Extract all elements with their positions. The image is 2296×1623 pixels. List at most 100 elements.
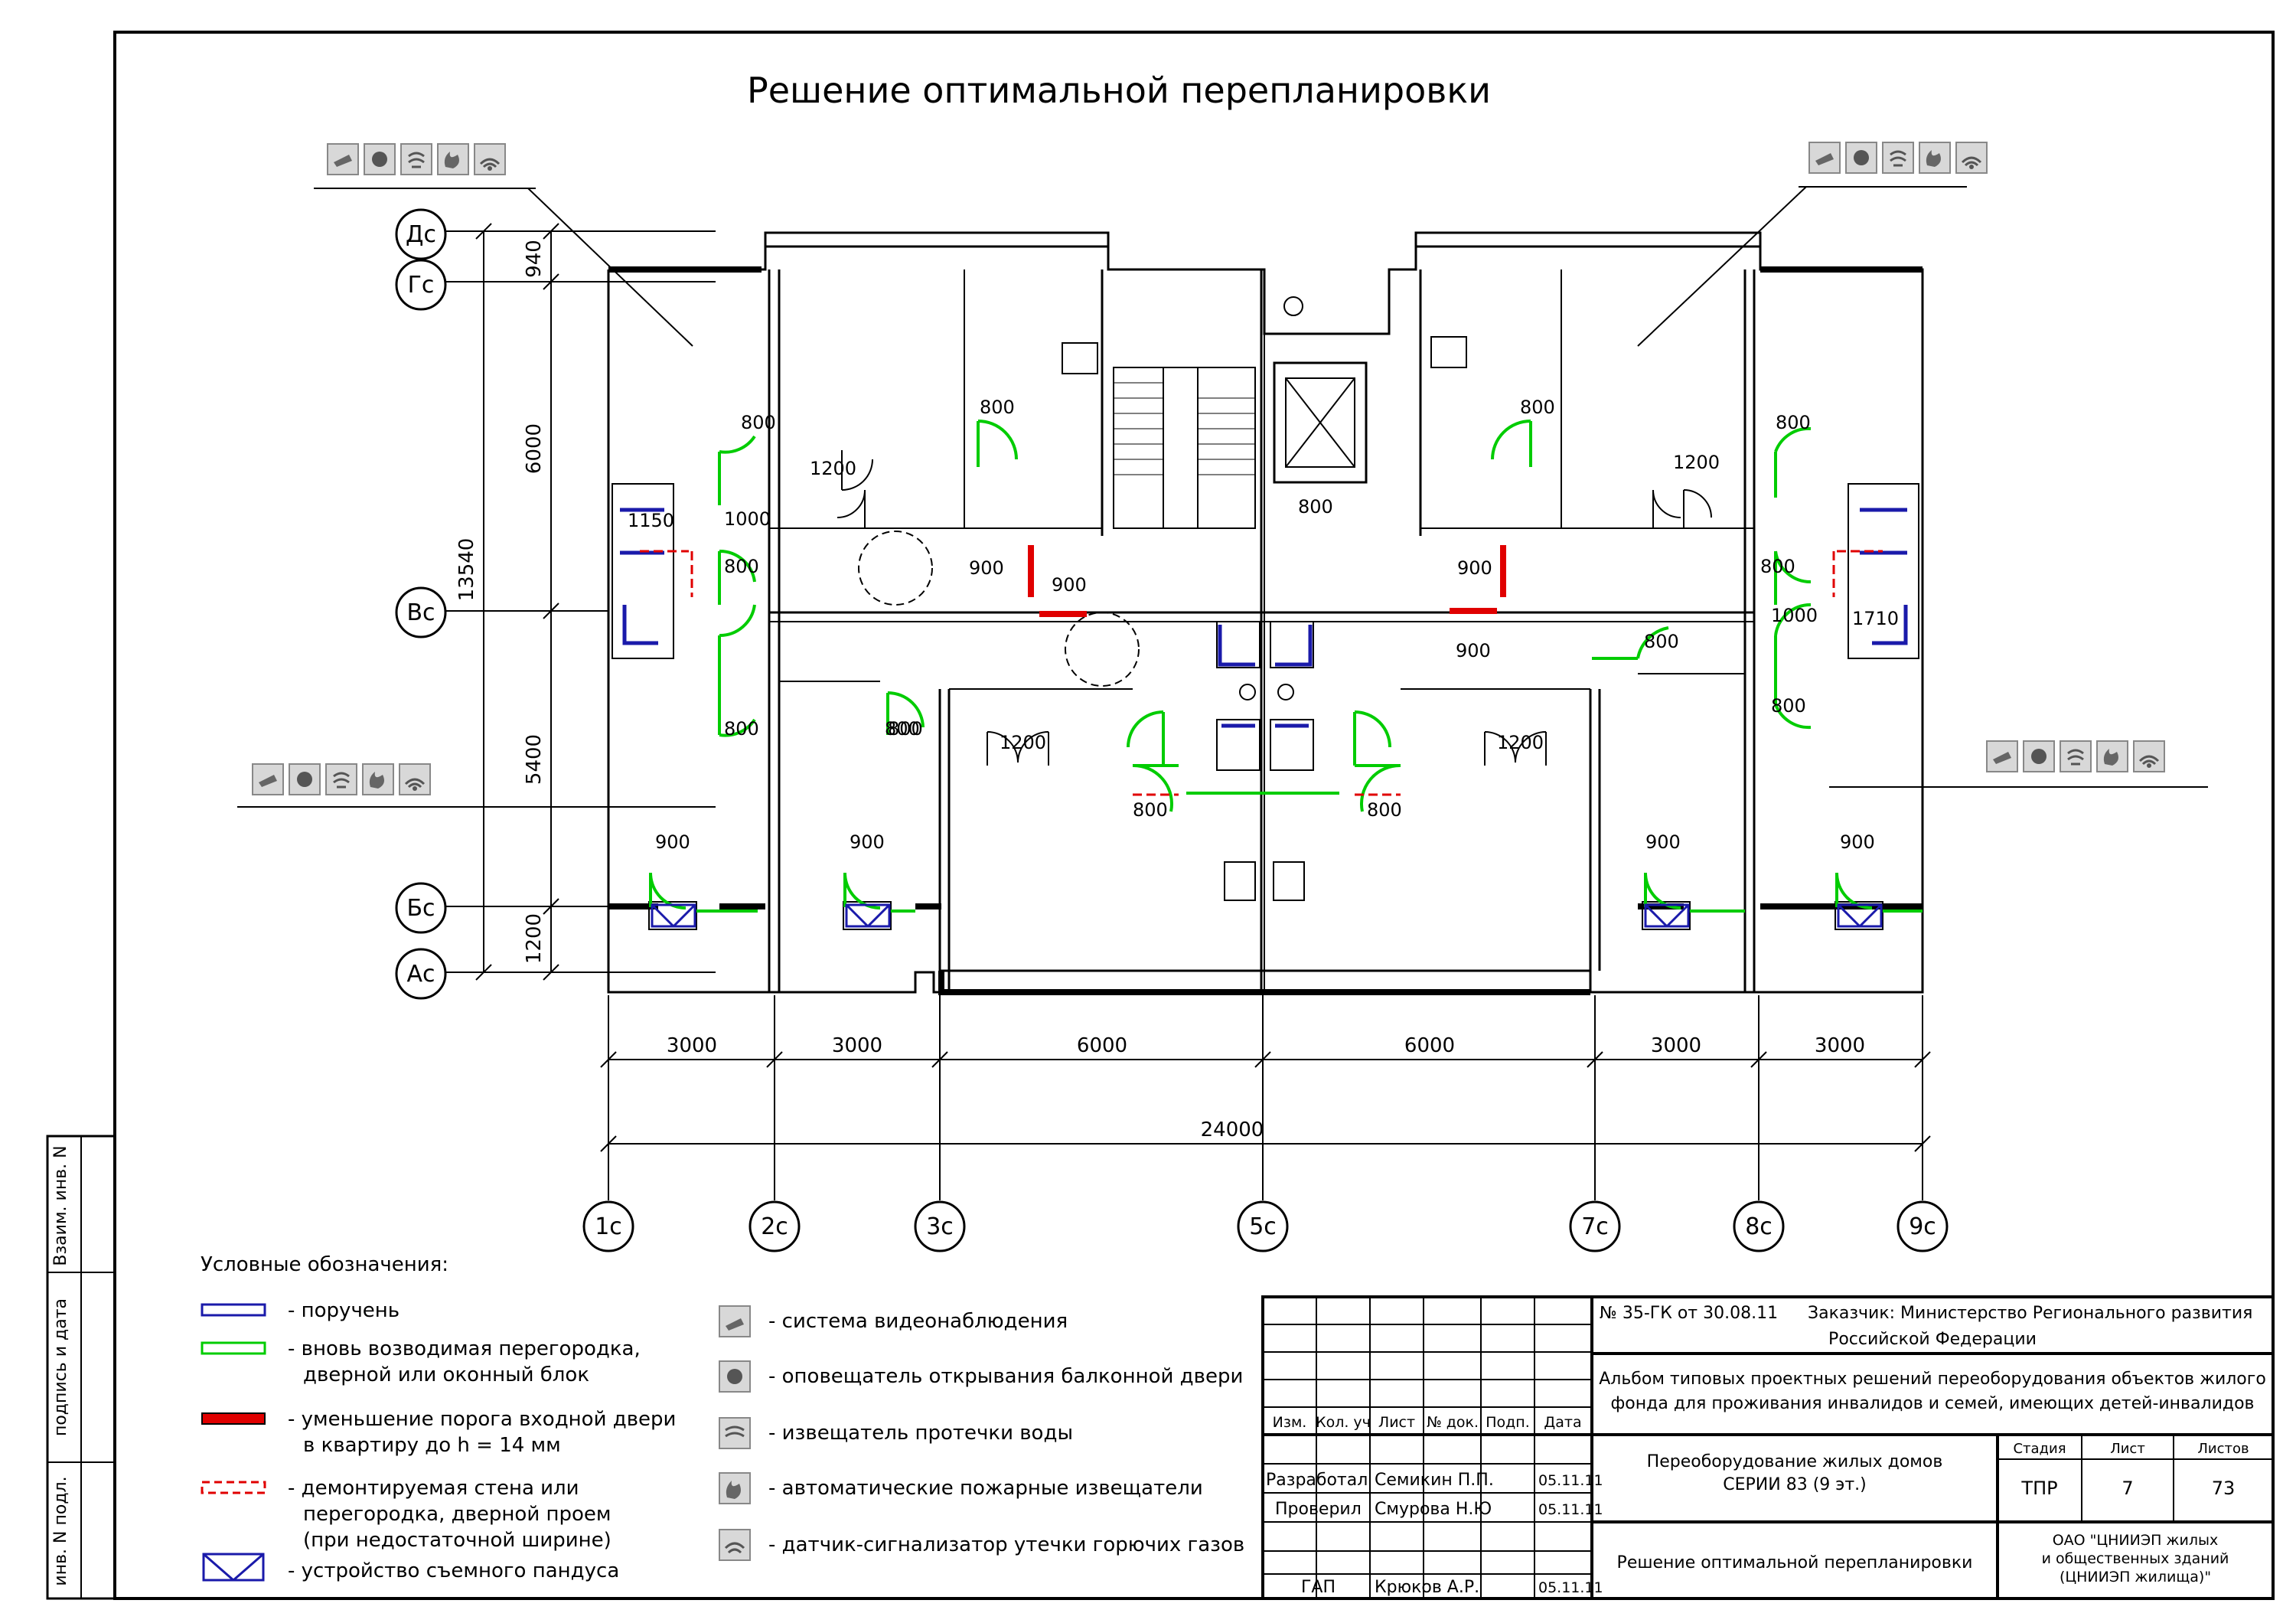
sensor-item-4: - автоматические пожарные извещатели — [768, 1477, 1203, 1500]
dim-940: 940 — [523, 240, 546, 278]
dim-label: 1200 — [1000, 732, 1046, 753]
sensor-item-5: - датчик-сигнализатор утечки горючих газ… — [768, 1533, 1244, 1556]
axis-label: Вс — [406, 599, 435, 626]
svg-text:24000: 24000 — [1201, 1118, 1264, 1141]
sheet-frame — [113, 31, 2275, 1600]
gas-sensor-icon — [719, 1529, 751, 1561]
tb-org-1: ОАО "ЦНИИЭП жилых — [2053, 1532, 2219, 1549]
legend: Условные обозначения: - поручень - вновь… — [201, 1253, 1244, 1582]
dim-label: 800 — [724, 718, 759, 740]
svg-text:9с: 9с — [1909, 1213, 1936, 1240]
dim-label: 800 — [980, 397, 1015, 418]
new-partitions — [649, 420, 1923, 913]
dim-label: 900 — [1052, 574, 1087, 596]
svg-text:2с: 2с — [761, 1213, 788, 1240]
tb-sheets: 73 — [2212, 1478, 2236, 1499]
sensor-icons-mid-left — [251, 763, 432, 796]
dim-label: 900 — [1840, 831, 1875, 853]
handrails — [620, 508, 1908, 728]
legend-swatch-handrail — [201, 1303, 266, 1317]
dim-label: 800 — [1771, 695, 1806, 717]
dim-label: 800 — [724, 556, 759, 577]
axis-label: Бс — [406, 895, 435, 922]
tb-header: Кол. уч — [1316, 1414, 1371, 1431]
legend-item-2b: дверной или оконный блок — [303, 1363, 589, 1386]
svg-text:3000: 3000 — [1651, 1034, 1701, 1057]
tb-header: Лист — [1378, 1414, 1415, 1431]
tb-name-2: Смурова Н.Ю — [1375, 1500, 1492, 1519]
dim-label: 800 — [1133, 799, 1168, 821]
dim-5400: 5400 — [523, 734, 546, 785]
dim-label: 800 — [1367, 799, 1402, 821]
tb-role-3: ГАП — [1301, 1578, 1336, 1597]
tb-order: № 35-ГК от 30.08.11 — [1600, 1304, 1778, 1323]
dim-label: 1710 — [1852, 608, 1899, 629]
tb-project-1: Переоборудование жилых домов — [1647, 1452, 1943, 1471]
dim-label: 800 — [1760, 556, 1795, 577]
column-axes: 1с 2с 3с 5с 7с 8с 9с — [582, 1200, 1949, 1252]
legend-item-4b: перегородка, дверной проем — [303, 1503, 612, 1526]
svg-text:3с: 3с — [926, 1213, 954, 1240]
plan-dimension-labels: 800 800 1200 1000 1150 800 800 800 1200 … — [628, 397, 1899, 853]
tb-header: Дата — [1544, 1414, 1581, 1431]
dim-label: 900 — [1457, 557, 1492, 579]
tb-album-2: фонда для проживания инвалидов и семей, … — [1610, 1394, 2254, 1413]
tb-date-3: 05.11.11 — [1538, 1579, 1603, 1596]
vertical-dimensions — [444, 223, 716, 981]
legend-item-3b: в квартиру до h = 14 мм — [303, 1434, 561, 1457]
sensor-item-1: - система видеонаблюдения — [768, 1310, 1068, 1333]
tb-drawing-title: Решение оптимальной перепланировки — [1617, 1553, 1973, 1572]
dim-label: 1200 — [1673, 452, 1720, 473]
dim-label: 800 — [1776, 412, 1811, 433]
tb-stage-label: Стадия — [2013, 1441, 2066, 1457]
legend-swatch-demolish — [201, 1481, 266, 1494]
stamp-label-2: подпись и дата — [51, 1298, 70, 1436]
horizontal-dimensions — [600, 995, 1931, 1200]
floor-plan — [607, 231, 1924, 995]
tb-role-1: Разработал — [1266, 1471, 1368, 1490]
svg-text:6000: 6000 — [1077, 1034, 1127, 1057]
dim-label: 900 — [1645, 831, 1681, 853]
tb-role-2: Проверил — [1275, 1500, 1362, 1519]
dim-label: 800 — [888, 718, 923, 740]
dim-label: 1200 — [1497, 732, 1544, 753]
svg-text:3000: 3000 — [667, 1034, 717, 1057]
water-leak-icon — [719, 1417, 751, 1449]
ramps — [651, 903, 1883, 928]
bottom-dimension-labels: 3000 3000 6000 6000 3000 3000 24000 — [667, 1034, 1865, 1141]
legend-item-5: - устройство съемного пандуса — [288, 1559, 619, 1582]
sensor-icons-top-right — [1808, 141, 1988, 175]
title-block: Изм. Кол. уч Лист № док. Подп. Дата Разр… — [1261, 1295, 2275, 1600]
tb-customer-1: Заказчик: Министерство Регионального раз… — [1808, 1304, 2252, 1323]
tb-name-1: Семикин П.П. — [1375, 1471, 1494, 1490]
dim-13540: 13540 — [455, 538, 478, 602]
dim-label: 900 — [850, 831, 885, 853]
page-title: Решение оптимальной перепланировки — [747, 70, 1491, 111]
svg-text:3000: 3000 — [832, 1034, 882, 1057]
tb-project-2: СЕРИИ 83 (9 эт.) — [1723, 1475, 1866, 1494]
svg-text:5с: 5с — [1249, 1213, 1277, 1240]
legend-item-2: - вновь возводимая перегородка, — [288, 1337, 641, 1360]
dim-label: 1150 — [628, 510, 674, 531]
stamp-label-3: инв. N подл. — [51, 1476, 70, 1585]
tb-header: № док. — [1427, 1414, 1479, 1431]
axis-label: Гс — [408, 272, 435, 299]
sensor-icons-top-left — [326, 142, 507, 176]
svg-text:8с: 8с — [1745, 1213, 1773, 1240]
axis-label: Ас — [406, 961, 435, 988]
tb-stage: ТПР — [2020, 1478, 2057, 1499]
dim-6000: 6000 — [523, 423, 546, 474]
tb-sheets-label: Листов — [2197, 1441, 2249, 1457]
dim-label: 900 — [969, 557, 1004, 579]
tb-header: Изм. — [1273, 1414, 1307, 1431]
dim-label: 800 — [1298, 496, 1333, 518]
dim-label: 800 — [1644, 631, 1679, 652]
legend-item-1: - поручень — [288, 1299, 400, 1322]
dim-label: 900 — [655, 831, 690, 853]
sensor-item-3: - извещатель протечки воды — [768, 1422, 1073, 1445]
legend-item-3: - уменьшение порога входной двери — [288, 1408, 676, 1431]
tb-sheet-label: Лист — [2110, 1441, 2145, 1457]
svg-text:7с: 7с — [1581, 1213, 1609, 1240]
dim-label: 1000 — [724, 508, 771, 530]
